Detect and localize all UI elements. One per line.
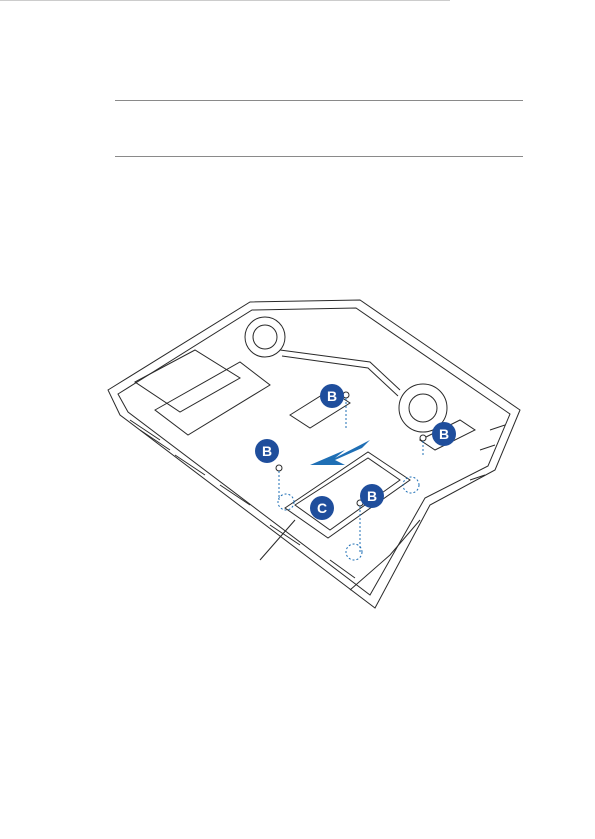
laptop-hdd-illustration: B B B B C xyxy=(100,290,540,610)
svg-text:B: B xyxy=(367,488,377,504)
heat-pipe xyxy=(280,350,400,390)
svg-text:B: B xyxy=(262,443,272,459)
callout-b-4: B xyxy=(360,484,384,508)
battery-block xyxy=(155,362,270,435)
chassis-outline xyxy=(108,300,520,608)
screw xyxy=(276,465,282,471)
svg-text:C: C xyxy=(317,500,327,516)
top-divider xyxy=(115,100,523,101)
screw xyxy=(420,435,426,441)
callout-b-3: B xyxy=(255,439,279,463)
footer-divider xyxy=(0,0,450,1)
leader-line xyxy=(260,520,295,560)
fan-left xyxy=(245,317,285,357)
svg-text:B: B xyxy=(439,426,449,442)
chassis-inner-rim xyxy=(118,308,510,595)
battery-bay xyxy=(135,350,240,412)
callout-c: C xyxy=(310,496,334,520)
svg-text:B: B xyxy=(327,388,337,404)
callout-b-2: B xyxy=(432,422,456,446)
hdd-cage xyxy=(285,452,410,538)
callout-b-1: B xyxy=(320,384,344,408)
removal-arrow xyxy=(310,440,370,465)
bottom-divider xyxy=(115,156,523,157)
